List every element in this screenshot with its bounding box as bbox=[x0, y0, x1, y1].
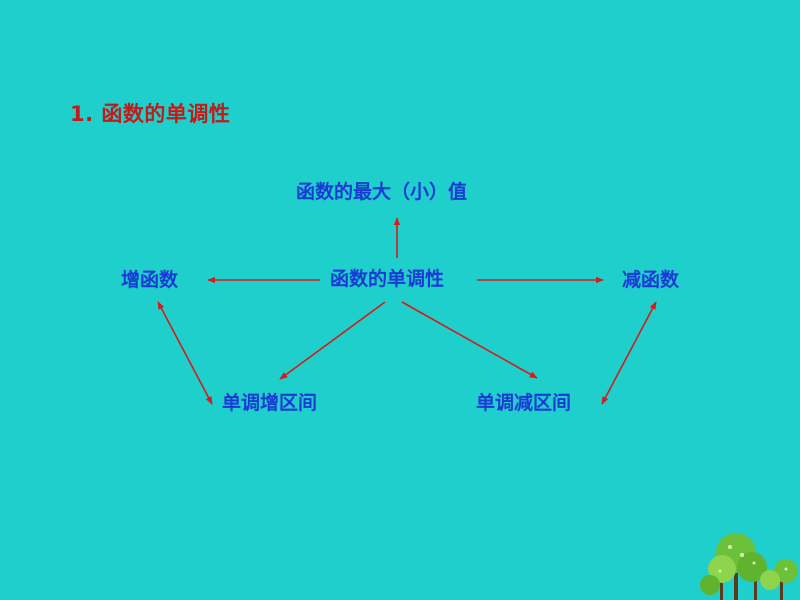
node-monotonicity: 函数的单调性 bbox=[330, 268, 445, 290]
node-increasing-function: 增函数 bbox=[121, 269, 179, 291]
node-increasing-interval: 单调增区间 bbox=[222, 392, 318, 414]
node-decreasing-interval: 单调减区间 bbox=[476, 392, 572, 414]
node-max-min-value: 函数的最大（小）值 bbox=[296, 181, 468, 203]
arrow-left-to-bottom-left bbox=[157, 301, 213, 405]
arrow-center-to-bottom-left bbox=[279, 301, 386, 380]
node-decreasing-function: 减函数 bbox=[622, 269, 680, 291]
slide-title: 1. 函数的单调性 bbox=[70, 102, 231, 126]
arrow-right-to-bottom-right bbox=[601, 301, 657, 405]
tree-icon bbox=[700, 533, 798, 600]
arrow-center-to-bottom-right bbox=[401, 301, 538, 379]
